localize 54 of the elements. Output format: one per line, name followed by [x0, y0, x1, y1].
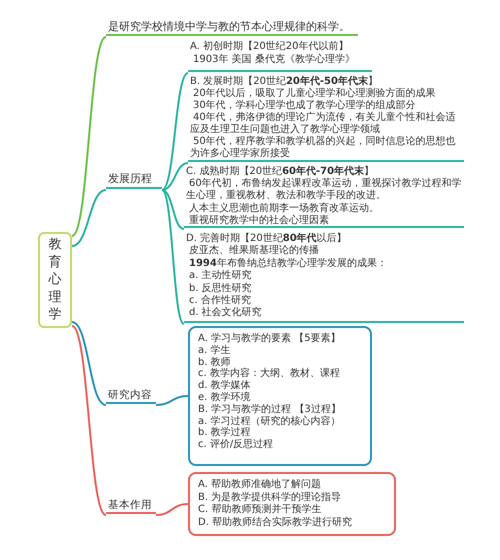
branch-connector	[161, 72, 189, 191]
list-item: A. 帮助教师准确地了解问题	[198, 479, 322, 492]
topic-block	[188, 40, 372, 72]
list-item: A. 学习与教学的要素 【5要素】	[198, 333, 342, 344]
list-item: e. 教学环境	[198, 392, 252, 404]
list-item: 30年代，学科心理学也成了教学心理学的组成部分	[192, 100, 417, 112]
branch-connector	[156, 503, 188, 516]
list-item: b. 反思性研究	[188, 282, 253, 294]
branch-topic: 发展历程	[106, 172, 162, 189]
list-item: d. 教学媒体	[198, 380, 252, 392]
topic-block	[188, 76, 464, 162]
list-item: c. 合作性研究	[188, 295, 252, 306]
period-heading: B. 发展时期【20世纪20年代-50年代末】	[190, 76, 379, 88]
list-item: D. 帮助教师结合实际教学进行研究	[198, 516, 354, 529]
content-box	[188, 326, 372, 466]
branch-connector	[161, 189, 185, 325]
branch-connector	[162, 162, 188, 191]
list-item: 50年代，程序教学和教学机器的兴起，同时信息论的思想也为许多心理学家所接受	[190, 136, 457, 160]
list-item: 1994年布鲁纳总结教学心理学发展的成果：	[188, 258, 388, 270]
root-topic-text: 教育心理学	[48, 236, 62, 324]
list-item: 1903年 美国 桑代克《教学心理学》	[192, 53, 356, 66]
list-item: b. 教师	[198, 356, 231, 368]
branch-connector	[71, 325, 107, 516]
list-item: b. 教学过程	[198, 427, 252, 439]
branch-connector	[162, 189, 184, 230]
list-item: a. 主动性研究	[188, 270, 252, 282]
branch-connector	[71, 36, 107, 237]
list-item: c. 教学内容：大纲、教材、课程	[198, 368, 341, 380]
branch-connector	[72, 189, 106, 247]
branch-topic: 是研究学校情境中学与教的节本心理规律的科学。	[106, 20, 358, 36]
branch-connector	[156, 395, 188, 406]
list-item: d. 社会文化研究	[188, 307, 263, 320]
list-item: 40年代，弗洛伊德的理论广为流传，有关儿童个性和社会适应及生理卫生问题也进入了教学心理学领域	[190, 112, 457, 136]
list-item: 皮亚杰、维果斯基理论的传播	[188, 245, 320, 258]
list-item: 20年代以后，吸取了儿童心理学和心理测验方面的成果	[192, 88, 437, 100]
branch-topic: 基本作用	[106, 498, 156, 514]
list-item: 人本主义思潮也前期李一场教育改革运动。	[188, 202, 380, 214]
list-item: c. 评价/反思过程	[198, 439, 274, 451]
list-item: 重视研究教学中的社会心理因素	[188, 214, 330, 228]
period-heading: D. 完善时期【20世纪80年代以后】	[186, 233, 348, 244]
list-item: C. 帮助教师预测并干预学生	[198, 504, 322, 516]
list-item: a. 学习过程（研究的核心内容）	[198, 416, 342, 427]
branch-topic: 研究内容	[106, 388, 156, 404]
branch-connector	[72, 321, 106, 406]
topic-block	[184, 233, 464, 323]
period-heading: C. 成熟时期【20世纪60年代-70年代末】	[186, 166, 376, 178]
list-item: B. 学习与教学的过程 【3过程】	[198, 404, 342, 416]
content-box	[188, 472, 396, 536]
root-topic-box	[38, 232, 72, 328]
list-item: a. 学生	[198, 344, 232, 357]
list-item: 60年代初，布鲁纳发起课程改革运动，重视探讨教学过程和学生心理，重视教材、教法和教学手段的改进。	[186, 178, 462, 202]
list-item: B. 为是教学提供科学的理论指导	[198, 492, 342, 504]
period-heading: A. 初创时期【20世纪20年代以前】	[190, 40, 350, 53]
topic-block	[184, 166, 464, 228]
